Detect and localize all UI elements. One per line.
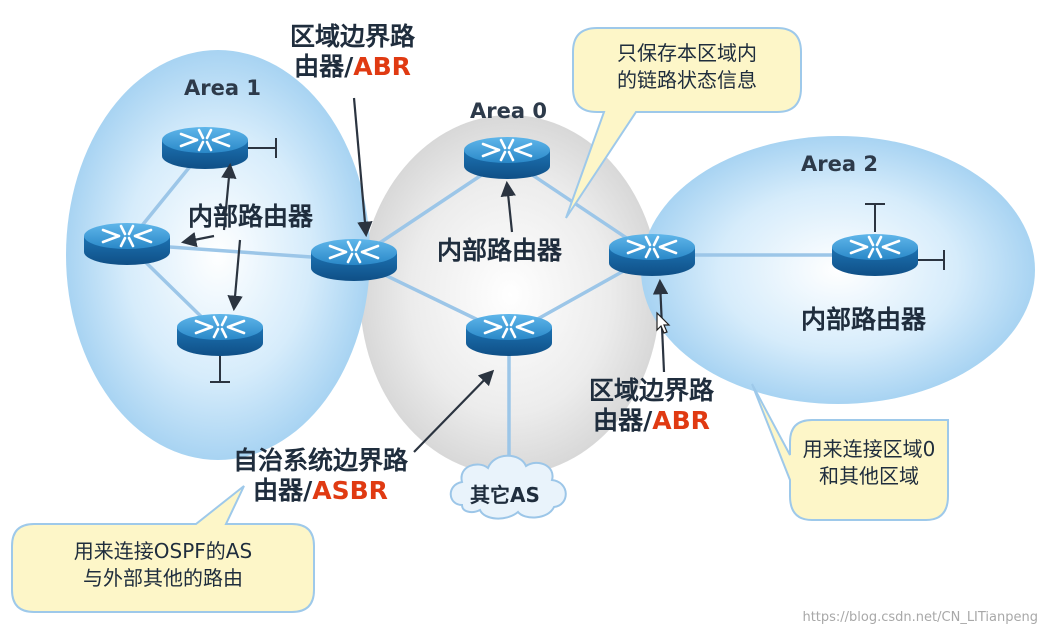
watermark: https://blog.csdn.net/CN_LITianpeng [802, 610, 1038, 625]
note-callout-top [565, 27, 802, 219]
abr-top-label: 区域边界路 由器/ABR [290, 22, 415, 82]
abr-right-line1: 区域边界路 [589, 376, 715, 405]
note-callout-bottom [11, 485, 315, 613]
abr-top-line1: 区域边界路 [290, 22, 416, 51]
other-as-label: 其它AS [470, 483, 540, 507]
cursor-icon [656, 311, 671, 334]
router-icon [160, 125, 250, 171]
abr-right-label: 区域边界路 由器/ABR [589, 376, 714, 436]
area-2-region [641, 136, 1035, 404]
internal-router-area1-label: 内部路由器 [188, 202, 314, 231]
internal-router-area0-label: 内部路由器 [437, 236, 563, 265]
area-0-label: Area 0 [470, 99, 547, 123]
router-icon [82, 221, 172, 267]
asbr-label: 自治系统边界路 由器/ASBR [233, 446, 408, 506]
abr-top-line2: 由器/ABR [294, 52, 411, 81]
abr-right-line2: 由器/ABR [593, 406, 710, 435]
router-icon [607, 232, 697, 278]
cloud-icon [449, 454, 567, 520]
note-top-text: 只保存本区域内 的链路状态信息 [617, 41, 757, 92]
area-1-region [66, 50, 370, 460]
asbr-line2: 由器/ASBR [253, 476, 388, 505]
internal-router-area2-label: 内部路由器 [801, 305, 927, 334]
asbr-line1: 自治系统边界路 [233, 446, 409, 475]
stub-links [210, 138, 945, 383]
router-icon [464, 312, 554, 358]
note-right-text: 用来连接区域0 和其他区域 [802, 437, 936, 488]
router-icon [830, 232, 920, 278]
note-bottom-text: 用来连接OSPF的AS 与外部其他的路由 [73, 539, 253, 590]
router-icon [175, 312, 265, 358]
note-callout-right [751, 383, 949, 521]
area-2-label: Area 2 [801, 152, 878, 176]
area-1-label: Area 1 [184, 76, 261, 100]
router-icon [309, 237, 399, 283]
router-icon [462, 135, 552, 181]
